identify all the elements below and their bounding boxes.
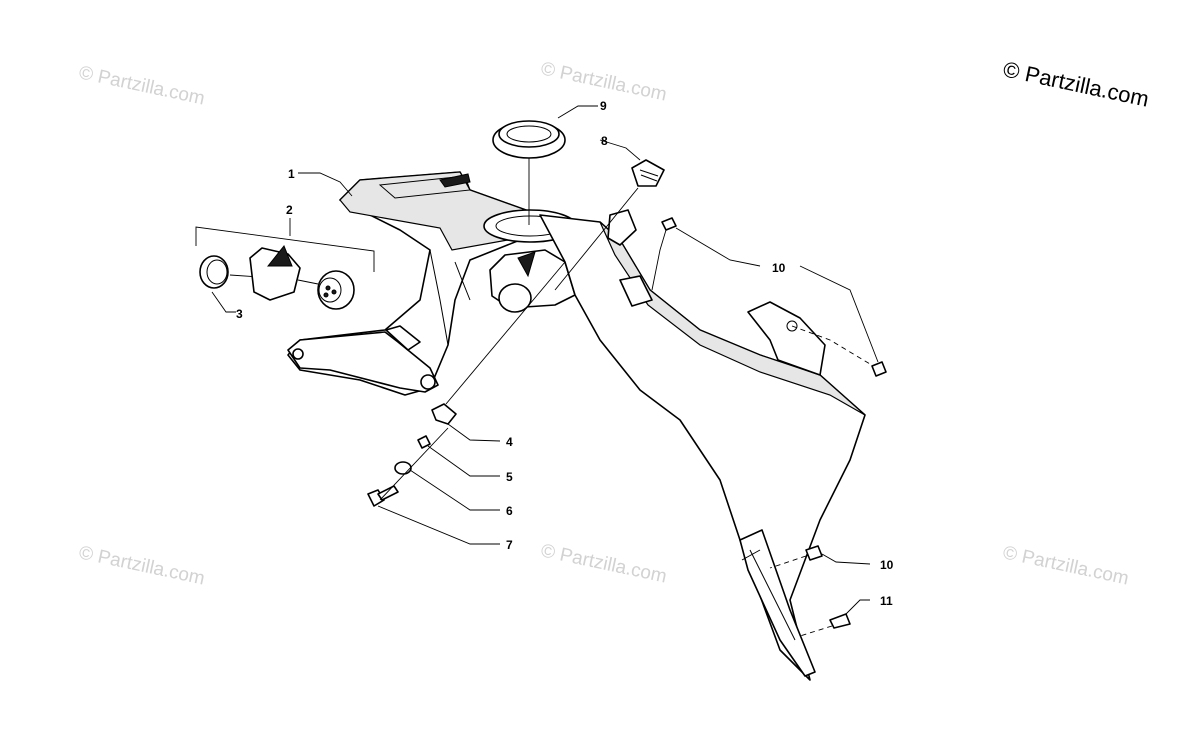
callout-9: 9: [600, 99, 607, 113]
cap-8: [554, 139, 665, 291]
fasteners-10: [651, 217, 887, 637]
callout-7: 7: [506, 538, 513, 552]
watermark-corner: © Partzilla.com: [1001, 56, 1151, 111]
callout-labels: 1 2 3 4 5 6 7 8 9 10 10 11: [236, 99, 894, 608]
callout-11: 11: [880, 594, 893, 608]
watermark-bottom-right: © Partzilla.com: [1001, 542, 1131, 589]
grommet-9: [492, 105, 598, 225]
housing-main: [287, 171, 866, 681]
callout-1: 1: [288, 167, 295, 181]
callout-5: 5: [506, 470, 513, 484]
callout-3: 3: [236, 307, 243, 321]
callout-10-bottom: 10: [880, 558, 894, 572]
callout-4: 4: [506, 435, 513, 449]
callout-10-top: 10: [772, 261, 786, 275]
callout-2: 2: [286, 203, 293, 217]
watermark-bottom-center: © Partzilla.com: [539, 540, 669, 587]
fasteners-4-7: [367, 261, 566, 545]
callout-6: 6: [506, 504, 513, 518]
leader-1: [298, 172, 353, 197]
callout-8: 8: [601, 134, 608, 148]
switch-assembly: [195, 218, 375, 313]
watermark-top-left: © Partzilla.com: [77, 62, 207, 109]
watermark-bottom-left: © Partzilla.com: [77, 542, 207, 589]
